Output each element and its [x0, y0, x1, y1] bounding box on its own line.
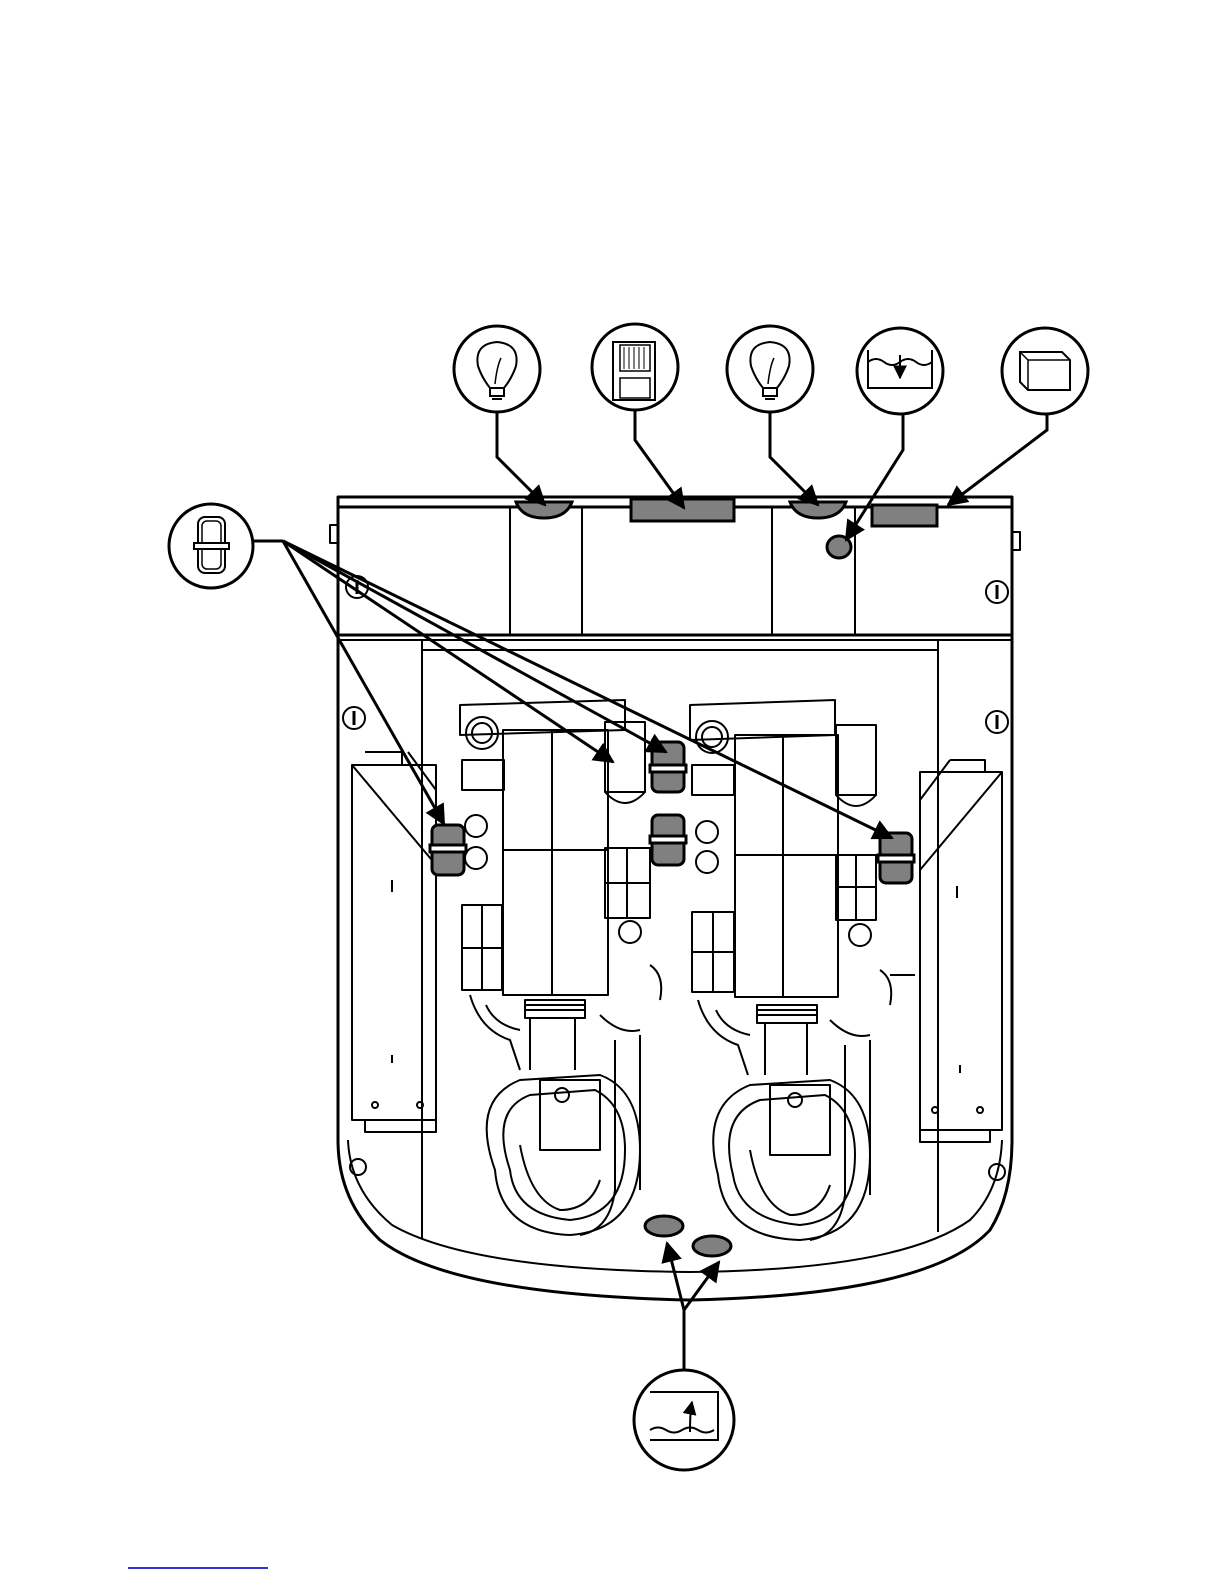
water-inlet-icon: [634, 1370, 734, 1470]
leader-pad: [948, 414, 1047, 505]
left-pump-heater-assembly: [460, 700, 661, 1235]
light-bulb-icon: [727, 326, 813, 412]
clamp-fitting-3: [650, 815, 686, 865]
filter-housing: [631, 499, 734, 521]
clamp-fitting-4: [878, 833, 914, 883]
left-side-bracket: [352, 752, 436, 1132]
filter-cartridge-icon: [592, 324, 678, 410]
pad-component: [872, 505, 937, 526]
spa-tub-body: [330, 497, 1020, 1300]
clamp-fitting-1: [430, 825, 466, 875]
water-drain-icon: [857, 328, 943, 414]
footer-link-underline[interactable]: [128, 1565, 268, 1569]
right-pump-heater-assembly: [690, 700, 915, 1240]
light-bulb-icon: [454, 326, 540, 412]
clamp-fitting-2: [650, 742, 686, 792]
inlet-port-2: [693, 1236, 731, 1256]
rectangular-pad-icon: [1002, 328, 1088, 414]
leader-water-inlet: [667, 1243, 719, 1370]
leader-lamp-right: [770, 412, 818, 505]
leader-lamp-left: [497, 412, 545, 505]
clamp-fitting-icon: [169, 504, 253, 588]
right-side-bracket: [920, 760, 1002, 1142]
leader-filter: [635, 410, 684, 508]
inlet-port-1: [645, 1216, 683, 1236]
